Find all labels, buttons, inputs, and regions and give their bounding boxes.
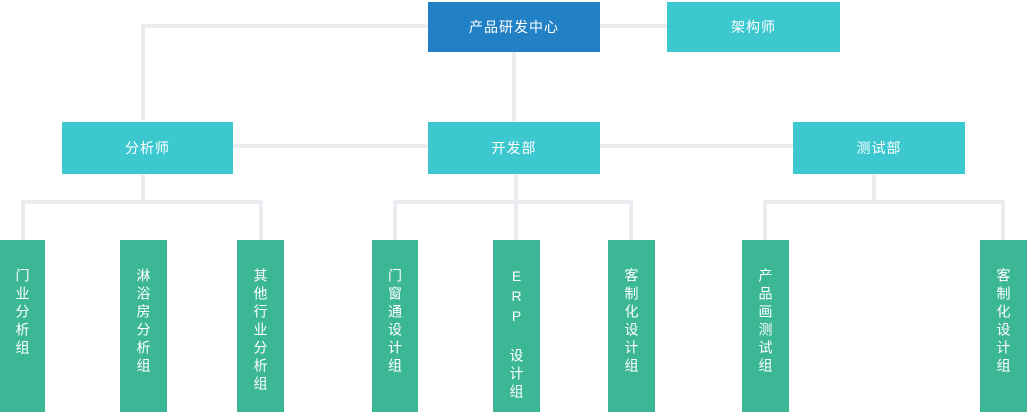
node-custom-design-test-group[interactable]: 客制化设计组 [980, 240, 1027, 412]
node-test-dept[interactable]: 测试部 [793, 122, 965, 174]
node-shower-room-analysis-group[interactable]: 淋浴房分析组 [120, 240, 167, 412]
connector-line [393, 200, 633, 204]
connector-line [393, 200, 397, 240]
node-label: 门窗通设计组 [387, 268, 403, 376]
connector-line [600, 144, 793, 148]
node-label: 客制化设计组 [623, 268, 640, 376]
node-product-drawing-test-group[interactable]: 产品画测试组 [742, 240, 789, 412]
connector-line [1001, 200, 1005, 240]
connector-line [259, 200, 263, 240]
node-label: 其他行业分析组 [252, 268, 269, 394]
connector-line [600, 24, 667, 28]
connector-line [21, 200, 263, 204]
node-dev-dept[interactable]: 开发部 [428, 122, 600, 174]
node-custom-design-group[interactable]: 客制化设计组 [608, 240, 655, 412]
node-architect[interactable]: 架构师 [667, 2, 840, 52]
node-door-industry-analysis-group[interactable]: 门业分析组 [0, 240, 45, 412]
connector-line [629, 200, 633, 240]
connector-line [141, 174, 145, 204]
connector-line [763, 200, 1005, 204]
connector-line [141, 24, 145, 120]
node-label: 门业分析组 [14, 268, 31, 358]
connector-line [512, 52, 516, 122]
connector-line [21, 200, 25, 240]
node-analyst-dept[interactable]: 分析师 [62, 122, 233, 174]
node-product-rd-center[interactable]: 产品研发中心 [428, 2, 600, 52]
connector-line [872, 174, 876, 204]
connector-line [233, 144, 428, 148]
node-label: ERP 设计组 [508, 268, 525, 402]
node-other-industry-analysis-group[interactable]: 其他行业分析组 [237, 240, 284, 412]
node-label: 产品画测试组 [757, 268, 774, 376]
node-door-window-design-group[interactable]: 门窗通设计组 [372, 240, 418, 412]
node-label: 客制化设计组 [995, 268, 1012, 376]
connector-line [514, 174, 518, 240]
node-label: 淋浴房分析组 [135, 268, 152, 376]
connector-line [763, 200, 767, 240]
node-erp-design-group[interactable]: ERP 设计组 [493, 240, 540, 412]
connector-line [141, 24, 429, 28]
